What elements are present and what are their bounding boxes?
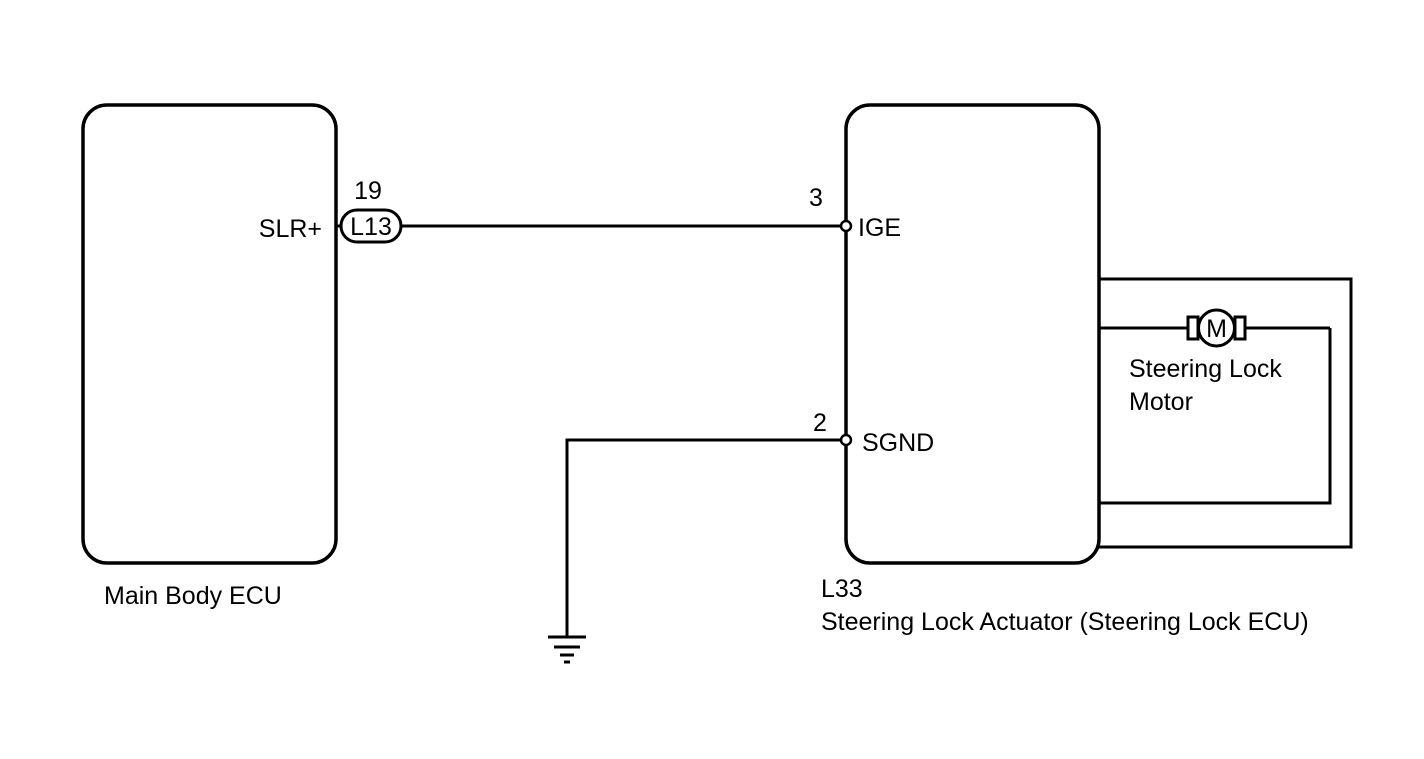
- motor-icon: M: [1186, 308, 1247, 348]
- main-body-ecu-label: Main Body ECU: [104, 582, 282, 610]
- pin-number-2: 2: [813, 409, 827, 437]
- pin-label-slr: SLR+: [259, 215, 322, 243]
- motor-symbol-label: M: [1206, 315, 1227, 343]
- connector-l13-label: L13: [350, 213, 392, 241]
- motor-return-wire: [1099, 328, 1332, 505]
- ground-icon: [548, 635, 586, 664]
- pin-label-sgnd: SGND: [862, 429, 934, 457]
- connector-l13-oval: [339, 208, 403, 244]
- steering-lock-actuator-box: [844, 103, 1101, 565]
- pin-number-3: 3: [809, 184, 823, 212]
- pin-label-ige: IGE: [858, 214, 901, 242]
- wire-sgnd-ground: [565, 438, 841, 637]
- pin-number-19: 19: [354, 177, 382, 205]
- terminal-ige: [839, 219, 853, 233]
- actuator-name-label: Steering Lock Actuator (Steering Lock EC…: [821, 608, 1309, 636]
- main-body-ecu-box: [81, 103, 338, 565]
- terminal-sgnd: [839, 433, 853, 447]
- actuator-connector-code: L33: [821, 575, 863, 603]
- motor-label-line1: Steering Lock: [1129, 355, 1282, 383]
- motor-enclosure: [1099, 277, 1353, 549]
- motor-label-line2: Motor: [1129, 388, 1193, 416]
